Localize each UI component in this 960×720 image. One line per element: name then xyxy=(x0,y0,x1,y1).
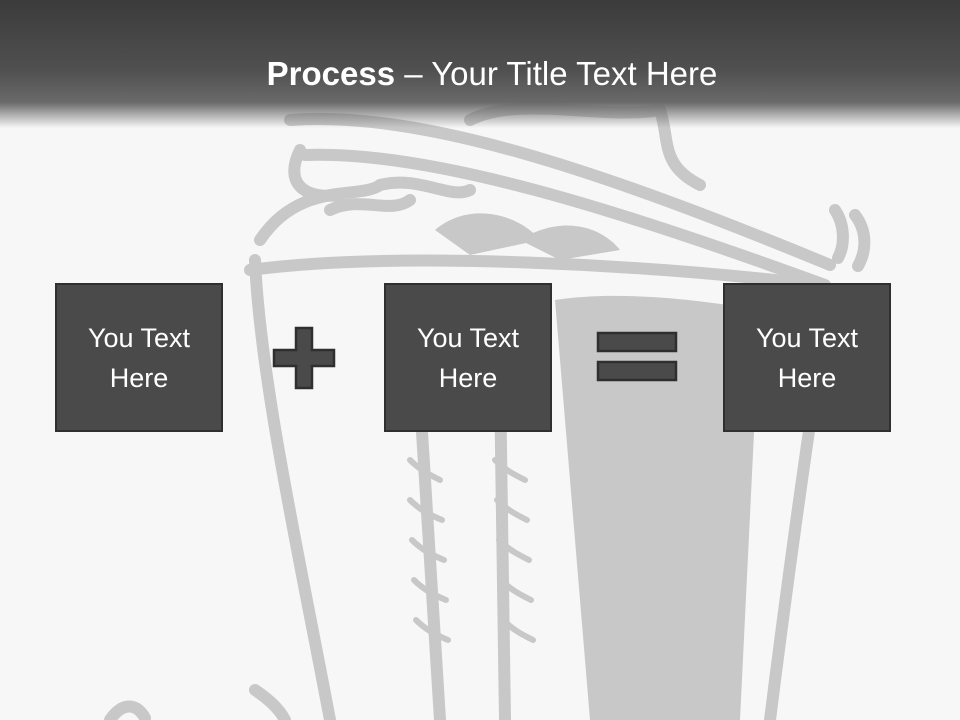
process-box-2: You Text Here xyxy=(384,283,552,432)
title-bold-text: Process xyxy=(266,55,396,92)
slide-title: Process – Your Title Text Here xyxy=(0,52,960,96)
plus-icon xyxy=(272,326,336,390)
process-box-3-text: You Text Here xyxy=(755,322,859,393)
process-box-3: You Text Here xyxy=(723,283,891,432)
title-rest-text: – Your Title Text Here xyxy=(395,55,718,92)
title-bar xyxy=(0,0,960,128)
process-box-1-text: You Text Here xyxy=(87,322,191,393)
process-box-1: You Text Here xyxy=(55,283,223,432)
equals-icon xyxy=(596,331,678,382)
process-box-2-text: You Text Here xyxy=(416,322,520,393)
